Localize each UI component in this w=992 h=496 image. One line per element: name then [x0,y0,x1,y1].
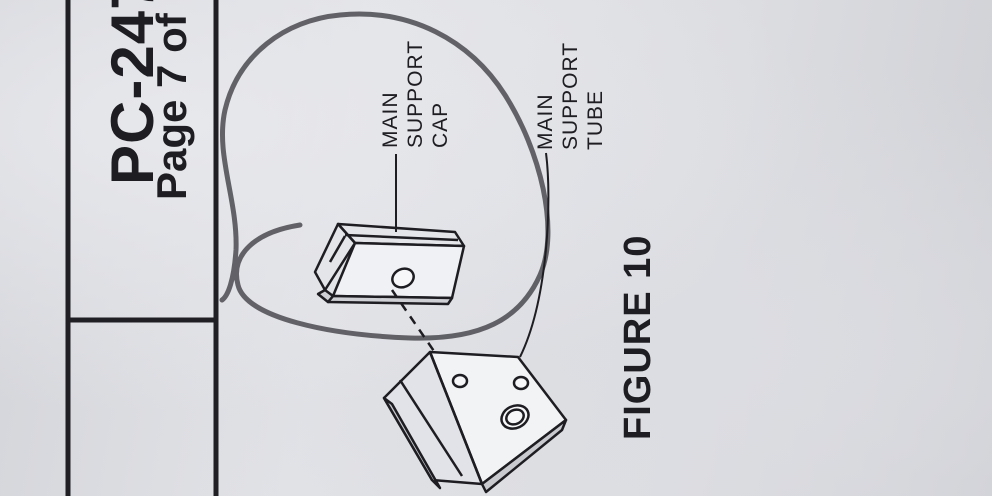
tube-label-line-3: TUBE [584,89,607,150]
leader-lines [395,152,550,358]
cap-label-line-3: CAP [429,101,452,148]
main-support-tube-label: MAIN SUPPORT TUBE [533,42,608,150]
alignment-dashed-line [390,289,440,358]
title-block-frame [65,0,219,496]
main-support-cap-label: MAIN SUPPORT CAP [378,40,453,148]
main-support-cap-part [313,222,466,306]
page-number-text: Page 7 of [148,13,195,200]
tube-label-line-1: MAIN [534,93,557,151]
pencil-circle-annotation [219,11,551,341]
main-support-tube-part [382,350,568,494]
tube-label-line-2: SUPPORT [559,41,582,150]
figure-caption: FIGURE 10 [617,234,659,440]
cap-label-line-2: SUPPORT [404,39,427,148]
cap-label-line-1: MAIN [379,91,402,149]
